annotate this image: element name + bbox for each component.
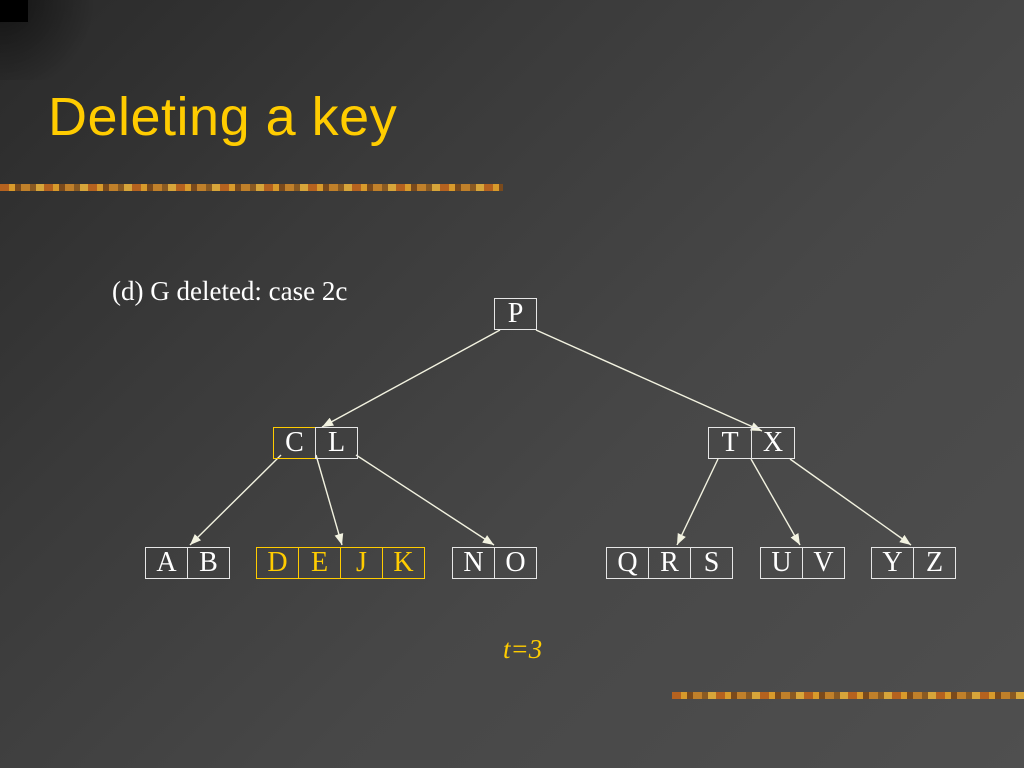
decorative-bar-top xyxy=(0,184,503,191)
tree-node-y-z: Y Z xyxy=(871,547,956,579)
edge-cl-to-ab xyxy=(189,454,282,546)
edge-root-to-cl xyxy=(321,329,501,428)
node-key: Z xyxy=(913,547,956,579)
tree-node-u-v: U V xyxy=(760,547,845,579)
node-key: E xyxy=(298,547,341,579)
node-key: D xyxy=(256,547,299,579)
node-key: P xyxy=(494,298,537,330)
tree-node-t-x: T X xyxy=(708,427,795,459)
node-key: C xyxy=(273,427,316,459)
corner-mark xyxy=(0,0,28,22)
edge-cl-to-dejk xyxy=(315,454,344,546)
node-key: K xyxy=(382,547,425,579)
node-key: R xyxy=(648,547,691,579)
edge-tx-to-uv xyxy=(750,458,801,546)
tree-node-q-r-s: Q R S xyxy=(606,547,733,579)
node-key: B xyxy=(187,547,230,579)
edge-root-to-tx xyxy=(535,329,763,432)
edge-tx-to-yz xyxy=(789,458,912,546)
node-key: V xyxy=(802,547,845,579)
tree-node-root: P xyxy=(494,298,537,330)
node-key: A xyxy=(145,547,188,579)
slide-title: Deleting a key xyxy=(48,87,398,147)
node-key: J xyxy=(340,547,383,579)
min-degree-label: t=3 xyxy=(503,634,543,664)
node-key: X xyxy=(751,427,795,459)
node-key: O xyxy=(494,547,537,579)
tree-node-a-b: A B xyxy=(145,547,230,579)
node-key: T xyxy=(708,427,752,459)
tree-node-n-o: N O xyxy=(452,547,537,579)
tree-node-d-e-j-k: D E J K xyxy=(256,547,425,579)
node-key: U xyxy=(760,547,803,579)
node-key: N xyxy=(452,547,495,579)
decorative-bar-bottom xyxy=(672,692,1024,699)
node-key: S xyxy=(690,547,733,579)
edge-tx-to-qrs xyxy=(676,458,719,546)
diagram-caption: (d) G deleted: case 2c xyxy=(112,276,348,306)
node-key: L xyxy=(315,427,358,459)
tree-node-c-l: C L xyxy=(273,427,358,459)
node-key: Y xyxy=(871,547,914,579)
edge-cl-to-no xyxy=(355,454,495,546)
node-key: Q xyxy=(606,547,649,579)
